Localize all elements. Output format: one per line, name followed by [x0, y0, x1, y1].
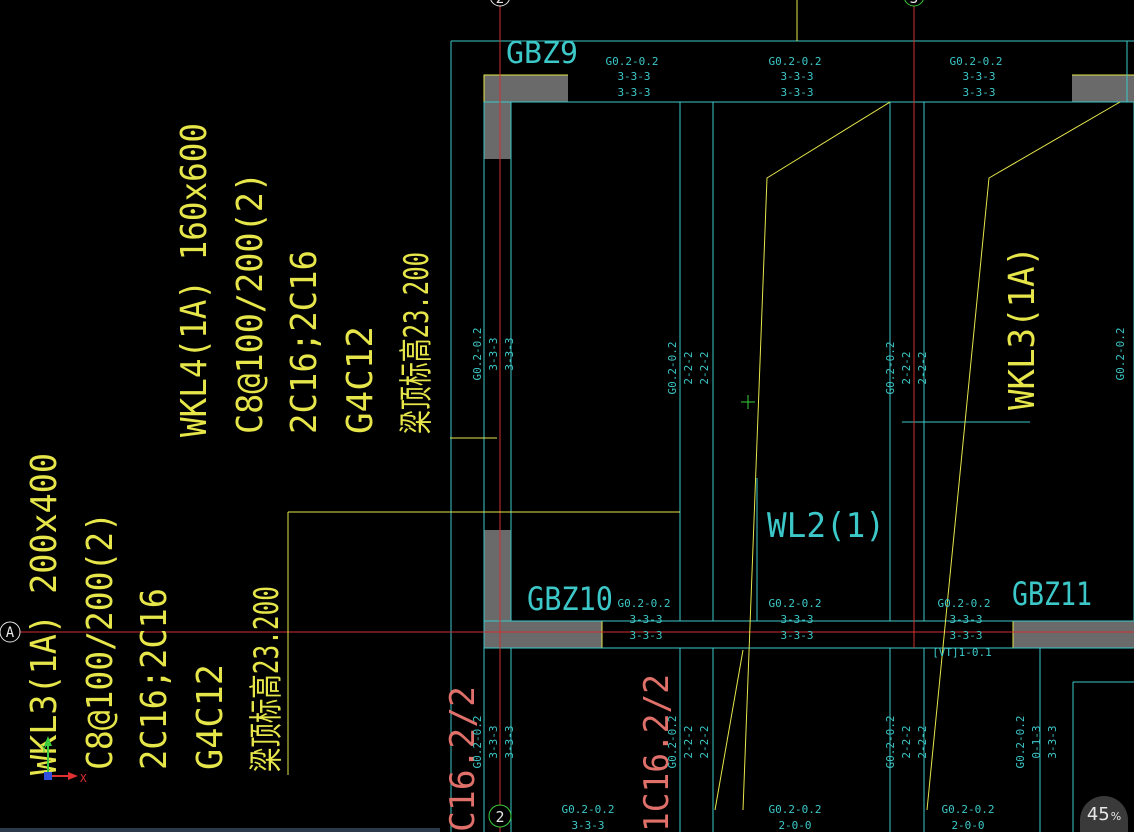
svg-text:3-3-3: 3-3-3 [949, 613, 982, 626]
svg-text:G0.2-0.2: G0.2-0.2 [666, 716, 679, 769]
svg-text:3-3-3: 3-3-3 [962, 86, 995, 99]
svg-text:G0.2-0.2: G0.2-0.2 [769, 803, 822, 816]
svg-text:2-2-2: 2-2-2 [900, 351, 913, 384]
svg-text:Y: Y [41, 744, 47, 755]
svg-text:G0.2-0.2: G0.2-0.2 [1114, 328, 1127, 381]
svg-text:A: A [6, 625, 15, 641]
rebar-label-c16-mid[interactable]: 1C16.2/2 [637, 674, 677, 832]
wkl3-top-elevation: 梁顶标高23.200 [247, 586, 287, 772]
svg-text:3-3-3: 3-3-3 [962, 70, 995, 83]
svg-text:G0.2-0.2: G0.2-0.2 [471, 716, 484, 769]
svg-text:X: X [80, 772, 87, 785]
axis-bubble-3-top[interactable]: 3 [904, 0, 924, 7]
axis-bubble-2-top[interactable]: 2 [490, 0, 510, 7]
svg-text:2-0-0: 2-0-0 [951, 819, 984, 832]
beam-label-wkl3-right[interactable]: WKL3(1A) [1002, 246, 1043, 410]
svg-text:G0.2-0.2: G0.2-0.2 [938, 597, 991, 610]
svg-text:2: 2 [495, 808, 504, 826]
svg-text:G0.2-0.2: G0.2-0.2 [884, 342, 897, 395]
svg-text:G0.2-0.2: G0.2-0.2 [562, 803, 615, 816]
rebar-label-c16-left[interactable]: C16.2/2 [443, 686, 483, 832]
wkl3-stirrup: C8@100/200(2) [80, 512, 121, 770]
cursor-crosshair-icon [741, 395, 755, 409]
svg-text:3-3-3: 3-3-3 [617, 70, 650, 83]
svg-text:2: 2 [496, 0, 504, 7]
svg-text:3-3-3: 3-3-3 [780, 629, 813, 642]
svg-text:3-3-3: 3-3-3 [487, 337, 500, 370]
slab-tags-bottom: G0.2-0.2 3-3-3 G0.2-0.2 2-0-0 G0.2-0.2 2… [562, 803, 995, 832]
wkl4-side-bars: G4C12 [340, 326, 381, 434]
svg-text:G0.2-0.2: G0.2-0.2 [618, 597, 671, 610]
svg-text:G0.2-0.2: G0.2-0.2 [942, 803, 995, 816]
leader-lines [287, 101, 1121, 811]
svg-text:3-3-3: 3-3-3 [780, 70, 813, 83]
svg-text:3-3-3: 3-3-3 [571, 819, 604, 832]
wkl3-side-bars: G4C12 [190, 664, 231, 770]
zoom-value: 45 [1086, 803, 1110, 825]
slab-tags-middle: G0.2-0.2 3-3-3 3-3-3 G0.2-0.2 3-3-3 3-3-… [618, 597, 992, 659]
wkl3-name: WKL3(1A) 200x400 [24, 453, 65, 775]
svg-text:2-2-2: 2-2-2 [916, 351, 929, 384]
svg-text:G0.2-0.2: G0.2-0.2 [884, 716, 897, 769]
wkl4-top-elevation: 梁顶标高23.200 [397, 252, 437, 434]
column-label-gbz9[interactable]: GBZ9 [506, 36, 578, 71]
wkl4-main-bars: 2C16;2C16 [284, 250, 325, 434]
svg-text:3-3-3: 3-3-3 [949, 629, 982, 642]
beam-label-wl2[interactable]: WL2(1) [767, 506, 885, 546]
svg-text:G0.2-0.2: G0.2-0.2 [769, 597, 822, 610]
svg-text:2-2-2: 2-2-2 [916, 725, 929, 758]
svg-text:G0.2-0.2: G0.2-0.2 [1014, 716, 1027, 769]
svg-text:G0.2-0.2: G0.2-0.2 [769, 55, 822, 68]
svg-text:2-2-2: 2-2-2 [900, 725, 913, 758]
wkl4-name: WKL4(1A) 160x600 [174, 123, 215, 437]
ucs-axes-icon: Y X [41, 736, 87, 785]
svg-text:G0.2-0.2: G0.2-0.2 [606, 55, 659, 68]
wkl4-stirrup: C8@100/200(2) [230, 172, 271, 434]
status-bar-strip [0, 828, 440, 832]
axis-bubble-2-bottom[interactable]: 2 [488, 804, 512, 828]
svg-text:3-3-3: 3-3-3 [780, 613, 813, 626]
svg-text:3-3-3: 3-3-3 [487, 725, 500, 758]
svg-text:2-2-2: 2-2-2 [682, 725, 695, 758]
column-fills [484, 75, 1134, 648]
column-label-gbz10[interactable]: GBZ10 [527, 580, 613, 618]
svg-text:G0.2-0.2: G0.2-0.2 [471, 328, 484, 381]
svg-text:0-1-3: 0-1-3 [1030, 725, 1043, 758]
svg-text:3-3-3: 3-3-3 [617, 86, 650, 99]
svg-text:G0.2-0.2: G0.2-0.2 [950, 55, 1003, 68]
slab-tags-vertical: G0.2-0.2 3-3-3 3-3-3 G0.2-0.2 2-2-2 2-2-… [471, 328, 1127, 769]
svg-text:2-2-2: 2-2-2 [682, 351, 695, 384]
svg-text:[VT]1-0.1: [VT]1-0.1 [932, 646, 992, 659]
svg-text:3-3-3: 3-3-3 [1046, 725, 1059, 758]
svg-text:3-3-3: 3-3-3 [503, 337, 516, 370]
beam-annotation-wkl4[interactable]: WKL4(1A) 160x600 C8@100/200(2) 2C16;2C16… [174, 123, 437, 437]
axis-lines [18, 0, 1134, 832]
column-label-gbz11[interactable]: GBZ11 [1012, 575, 1092, 613]
zoom-level-badge[interactable]: 45% [1080, 796, 1128, 832]
svg-text:3-3-3: 3-3-3 [629, 629, 662, 642]
svg-text:2-0-0: 2-0-0 [778, 819, 811, 832]
svg-text:2-2-2: 2-2-2 [698, 725, 711, 758]
zoom-unit: % [1110, 810, 1122, 823]
svg-text:3-3-3: 3-3-3 [503, 725, 516, 758]
svg-text:3-3-3: 3-3-3 [780, 86, 813, 99]
svg-text:2-2-2: 2-2-2 [698, 351, 711, 384]
svg-text:3-3-3: 3-3-3 [629, 613, 662, 626]
beam-annotation-wkl3[interactable]: WKL3(1A) 200x400 C8@100/200(2) 2C16;2C16… [24, 453, 287, 775]
axis-bubble-a[interactable]: A [0, 621, 21, 643]
slab-tags-top: G0.2-0.2 3-3-3 3-3-3 G0.2-0.2 3-3-3 3-3-… [606, 55, 1003, 99]
svg-text:3: 3 [910, 0, 918, 7]
wkl3-main-bars: 2C16;2C16 [134, 588, 175, 770]
svg-text:G0.2-0.2: G0.2-0.2 [666, 342, 679, 395]
